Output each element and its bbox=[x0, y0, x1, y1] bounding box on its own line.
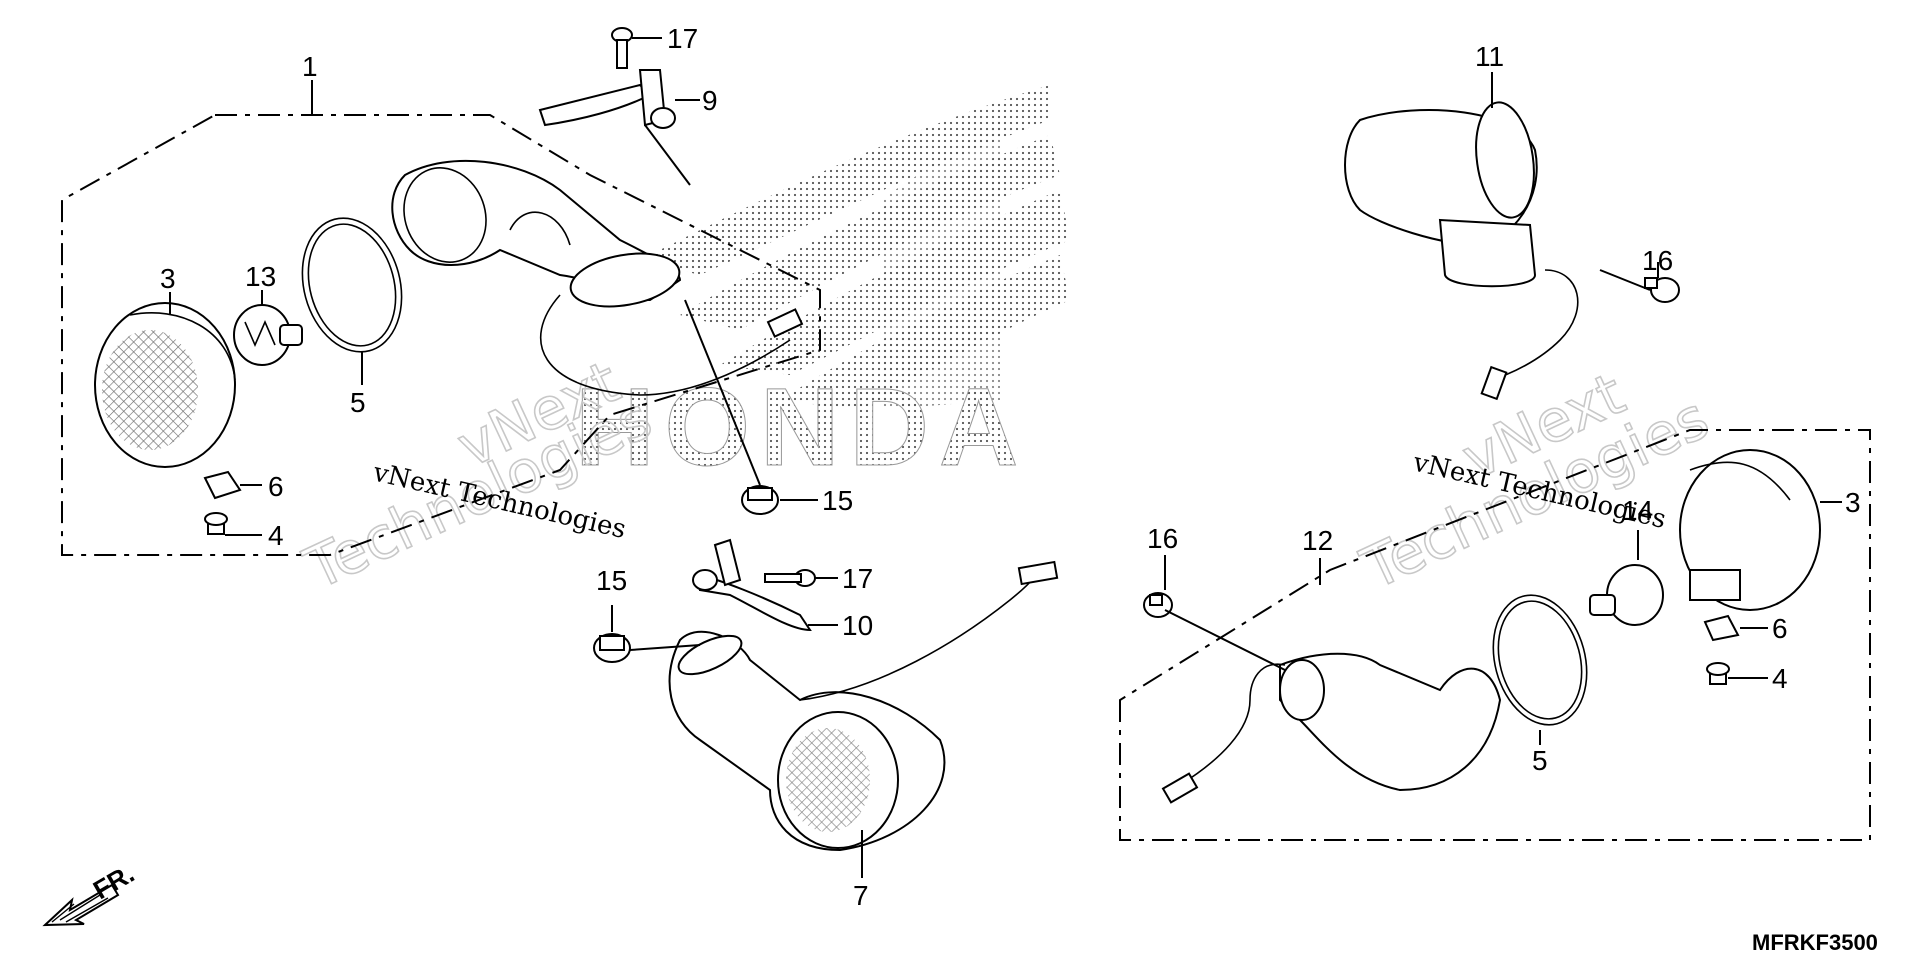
front-left-turn-signal-housing bbox=[391, 159, 804, 396]
grommet-15-bottom bbox=[593, 633, 631, 663]
callout-14: 14 bbox=[1622, 495, 1653, 526]
callout-4-left: 4 bbox=[268, 520, 284, 551]
front-direction-arrow-icon bbox=[42, 883, 120, 927]
callout-3-left: 3 bbox=[160, 263, 176, 294]
callout-16-bottom: 16 bbox=[1147, 523, 1178, 554]
leader-lines bbox=[169, 37, 1842, 878]
front-right-turn-signal-housing bbox=[668, 560, 1059, 852]
bolt-17-top bbox=[611, 27, 633, 69]
callout-7: 7 bbox=[853, 880, 869, 911]
callout-10: 10 bbox=[842, 610, 873, 641]
gasket-5-right bbox=[1492, 594, 1588, 726]
callout-11: 11 bbox=[1475, 41, 1504, 72]
callout-5-left: 5 bbox=[350, 387, 366, 418]
callout-4-right: 4 bbox=[1772, 663, 1788, 694]
bracket-10 bbox=[692, 538, 812, 632]
callout-6-right: 6 bbox=[1772, 613, 1788, 644]
callout-12: 12 bbox=[1302, 525, 1333, 556]
rear-right-turn-signal bbox=[1161, 652, 1502, 804]
lens-3-right bbox=[1679, 449, 1821, 611]
honda-wing-logo-icon bbox=[640, 85, 1070, 410]
bolt-17-middle bbox=[764, 569, 816, 587]
bolt-16-bottom bbox=[1143, 592, 1173, 618]
gasket-5-left bbox=[301, 217, 403, 353]
nut-6-left bbox=[203, 470, 242, 500]
callout-17-middle: 17 bbox=[842, 563, 873, 594]
callout-17-top: 17 bbox=[667, 23, 698, 54]
assembly-box-right bbox=[1119, 429, 1871, 841]
callout-3-right: 3 bbox=[1845, 487, 1861, 518]
callout-16-top: 16 bbox=[1642, 245, 1673, 276]
rear-left-turn-signal bbox=[1344, 101, 1579, 401]
callout-15-top: 15 bbox=[822, 485, 853, 516]
nut-6-right bbox=[1703, 614, 1740, 642]
grommet-15-top bbox=[741, 485, 779, 515]
diagram-code: MFRKF3500 bbox=[1752, 930, 1878, 955]
assembly-box-left bbox=[61, 114, 821, 556]
callout-1: 1 bbox=[302, 51, 318, 82]
callout-15-bottom: 15 bbox=[596, 565, 627, 596]
callout-9: 9 bbox=[702, 85, 718, 116]
bulb-14 bbox=[1589, 564, 1664, 626]
lens-3-left bbox=[94, 302, 236, 468]
bracket-9 bbox=[538, 69, 676, 129]
callout-5-right: 5 bbox=[1532, 745, 1548, 776]
callout-6-left: 6 bbox=[268, 471, 284, 502]
honda-logo-text: HONDA bbox=[575, 366, 1028, 489]
callout-13: 13 bbox=[245, 261, 276, 292]
screw-4-right bbox=[1706, 662, 1730, 685]
bolt-16-top bbox=[1644, 277, 1680, 303]
screw-4-left bbox=[204, 512, 228, 535]
bulb-13 bbox=[233, 304, 303, 366]
